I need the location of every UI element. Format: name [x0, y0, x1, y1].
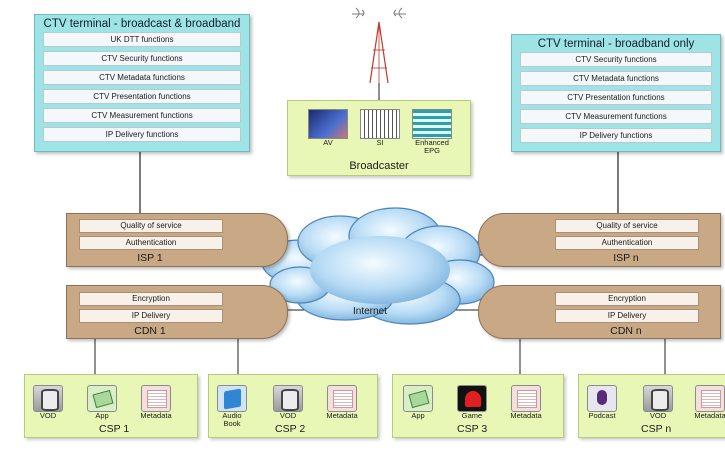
metadata-tile: Metadata [693, 385, 725, 425]
csp-n-box: Podcast VOD Metadata CSP n [578, 374, 725, 438]
tile-label: VOD [649, 411, 667, 420]
epg-tile: Enhanced EPG [412, 109, 452, 155]
audiobook-tile: Audio Book [215, 385, 249, 428]
isp-item: Authentication [555, 236, 699, 250]
tile-label: AV [323, 138, 333, 147]
isp-item: Authentication [79, 236, 223, 250]
app-icon [403, 385, 433, 412]
metadata-tile: Metadata [325, 385, 359, 425]
game-icon [457, 385, 487, 412]
app-tile: App [401, 385, 435, 425]
internet-label: Internet [353, 306, 387, 317]
tile-label: Audio Book [222, 411, 242, 428]
cdn-label: CDN 1 [134, 325, 166, 337]
terminal-title: CTV terminal - broadband only [537, 38, 695, 50]
tile-label: VOD [279, 411, 297, 420]
function-item: CTV Metadata functions [520, 71, 712, 86]
function-item: IP Delivery functions [43, 127, 241, 142]
function-item: CTV Security functions [520, 52, 712, 67]
csp-label: CSP 2 [275, 423, 306, 435]
metadata-icon [141, 385, 171, 412]
isp-label: ISP n [613, 252, 639, 264]
isp-item: Quality of service [79, 219, 223, 233]
podcast-icon [587, 385, 617, 412]
cdn-1-box: Encryption IP Delivery CDN 1 [66, 285, 288, 339]
tile-label: Metadata [694, 411, 725, 420]
audio-book-icon [217, 385, 247, 412]
ctv-terminal-broadband-only: CTV terminal - broadband only CTV Securi… [511, 34, 721, 152]
metadata-tile: Metadata [509, 385, 543, 425]
ctv-terminal-broadcast-broadband: CTV terminal - broadcast & broadband UK … [34, 14, 250, 152]
cdn-item: Encryption [79, 292, 223, 306]
tile-label: App [95, 411, 109, 420]
vod-icon [33, 385, 63, 412]
metadata-icon [695, 385, 725, 412]
function-list: UK DTT functions CTV Security functions … [35, 32, 249, 142]
epg-icon [412, 109, 452, 139]
tile-label: Metadata [140, 411, 172, 420]
cdn-item: Encryption [555, 292, 699, 306]
isp-label: ISP 1 [137, 252, 163, 264]
csp-2-box: Audio Book VOD Metadata CSP 2 [208, 374, 378, 438]
csp-label: CSP 1 [99, 423, 130, 435]
function-item: CTV Metadata functions [43, 70, 241, 85]
function-item: CTV Measurement functions [43, 108, 241, 123]
csp-label: CSP n [641, 423, 672, 435]
function-item: IP Delivery functions [520, 128, 712, 143]
tile-label: VOD [39, 411, 57, 420]
metadata-icon [327, 385, 357, 412]
cdn-item: IP Delivery [555, 309, 699, 323]
function-item: CTV Security functions [43, 51, 241, 66]
vod-icon [643, 385, 673, 412]
tile-label: Podcast [588, 411, 616, 420]
function-list: CTV Security functions CTV Metadata func… [512, 52, 720, 143]
isp-n-box: Quality of service Authentication ISP n [478, 213, 721, 267]
si-tile: SI [360, 109, 400, 153]
app-tile: App [85, 385, 119, 425]
game-tile: Game [455, 385, 489, 425]
csp-1-box: VOD App Metadata CSP 1 [24, 374, 198, 438]
csp-3-box: App Game Metadata CSP 3 [392, 374, 564, 438]
vod-tile: VOD [271, 385, 305, 425]
app-icon [87, 385, 117, 412]
vod-tile: VOD [31, 385, 65, 425]
isp-1-box: Quality of service Authentication ISP 1 [66, 213, 288, 267]
broadcaster-label: Broadcaster [349, 160, 409, 172]
csp-label: CSP 3 [457, 423, 488, 435]
broadcaster-box: AV SI Enhanced EPG Broadcaster [287, 100, 471, 176]
cdn-item: IP Delivery [79, 309, 223, 323]
transmitter-mast-icon [352, 7, 406, 84]
cdn-label: CDN n [610, 325, 642, 337]
podcast-tile: Podcast [585, 385, 619, 425]
tile-label: Metadata [510, 411, 542, 420]
tile-label: SI [376, 138, 384, 147]
metadata-tile: Metadata [139, 385, 173, 425]
tile-label: Game [461, 411, 483, 420]
av-tile: AV [308, 109, 348, 153]
si-icon [360, 109, 400, 139]
terminal-title: CTV terminal - broadcast & broadband [43, 18, 241, 30]
tile-label: Enhanced EPG [415, 138, 449, 155]
av-icon [308, 109, 348, 139]
tile-label: Metadata [326, 411, 358, 420]
vod-tile: VOD [641, 385, 675, 425]
function-item: CTV Measurement functions [520, 109, 712, 124]
cdn-n-box: Encryption IP Delivery CDN n [478, 285, 721, 339]
function-item: CTV Presentation functions [520, 90, 712, 105]
vod-icon [273, 385, 303, 412]
function-item: UK DTT functions [43, 32, 241, 47]
function-item: CTV Presentation functions [43, 89, 241, 104]
tile-label: App [411, 411, 425, 420]
isp-item: Quality of service [555, 219, 699, 233]
metadata-icon [511, 385, 541, 412]
